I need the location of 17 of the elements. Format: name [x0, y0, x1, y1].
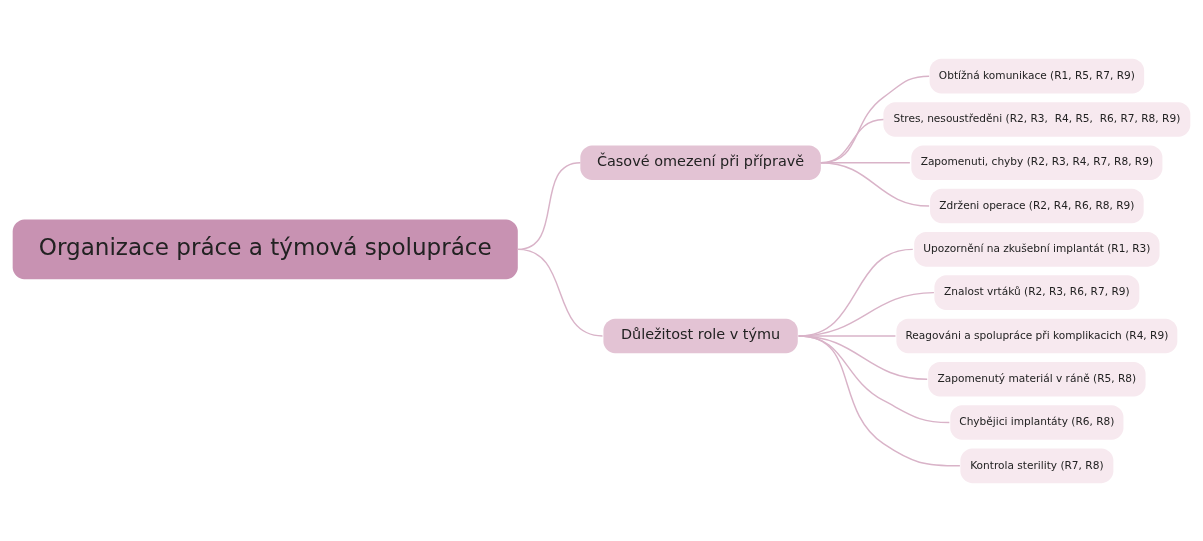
node-box: Upozornění na zkušební implantát (R1, R3)	[914, 231, 1160, 267]
node-box: Chybějici implantáty (R6, R8)	[950, 404, 1124, 440]
node-box: Důležitost role v týmu	[603, 318, 798, 353]
connector	[517, 248, 604, 337]
node-box: Stres, nesoustředěni (R2, R3, R4, R5, R6, R7, R8, R9)	[883, 101, 1191, 137]
node-box: Zapomenuti, chyby (R2, R3, R4, R7, R8, R9)	[911, 144, 1163, 180]
node-box: Časové omezení při přípravě	[580, 144, 821, 180]
connector	[798, 334, 961, 467]
node-box: Znalost vrtáků (R2, R3, R6, R7, R9)	[934, 274, 1140, 310]
node-box: Kontrola sterility (R7, R8)	[960, 448, 1114, 483]
connector	[517, 161, 582, 250]
node-box: Organizace práce a týmová spolupráce	[12, 219, 518, 279]
connector	[820, 161, 930, 207]
node-box: Reagováni a spolupráce při komplikacich (R4, R9)	[896, 318, 1178, 353]
node-box: Zdrženi operace (R2, R4, R6, R8, R9)	[930, 188, 1144, 223]
node-box: Obtížná komunikace (R1, R5, R7, R9)	[929, 58, 1145, 93]
node-box: Zapomenutý materiál v ráně (R5, R8)	[928, 361, 1146, 397]
